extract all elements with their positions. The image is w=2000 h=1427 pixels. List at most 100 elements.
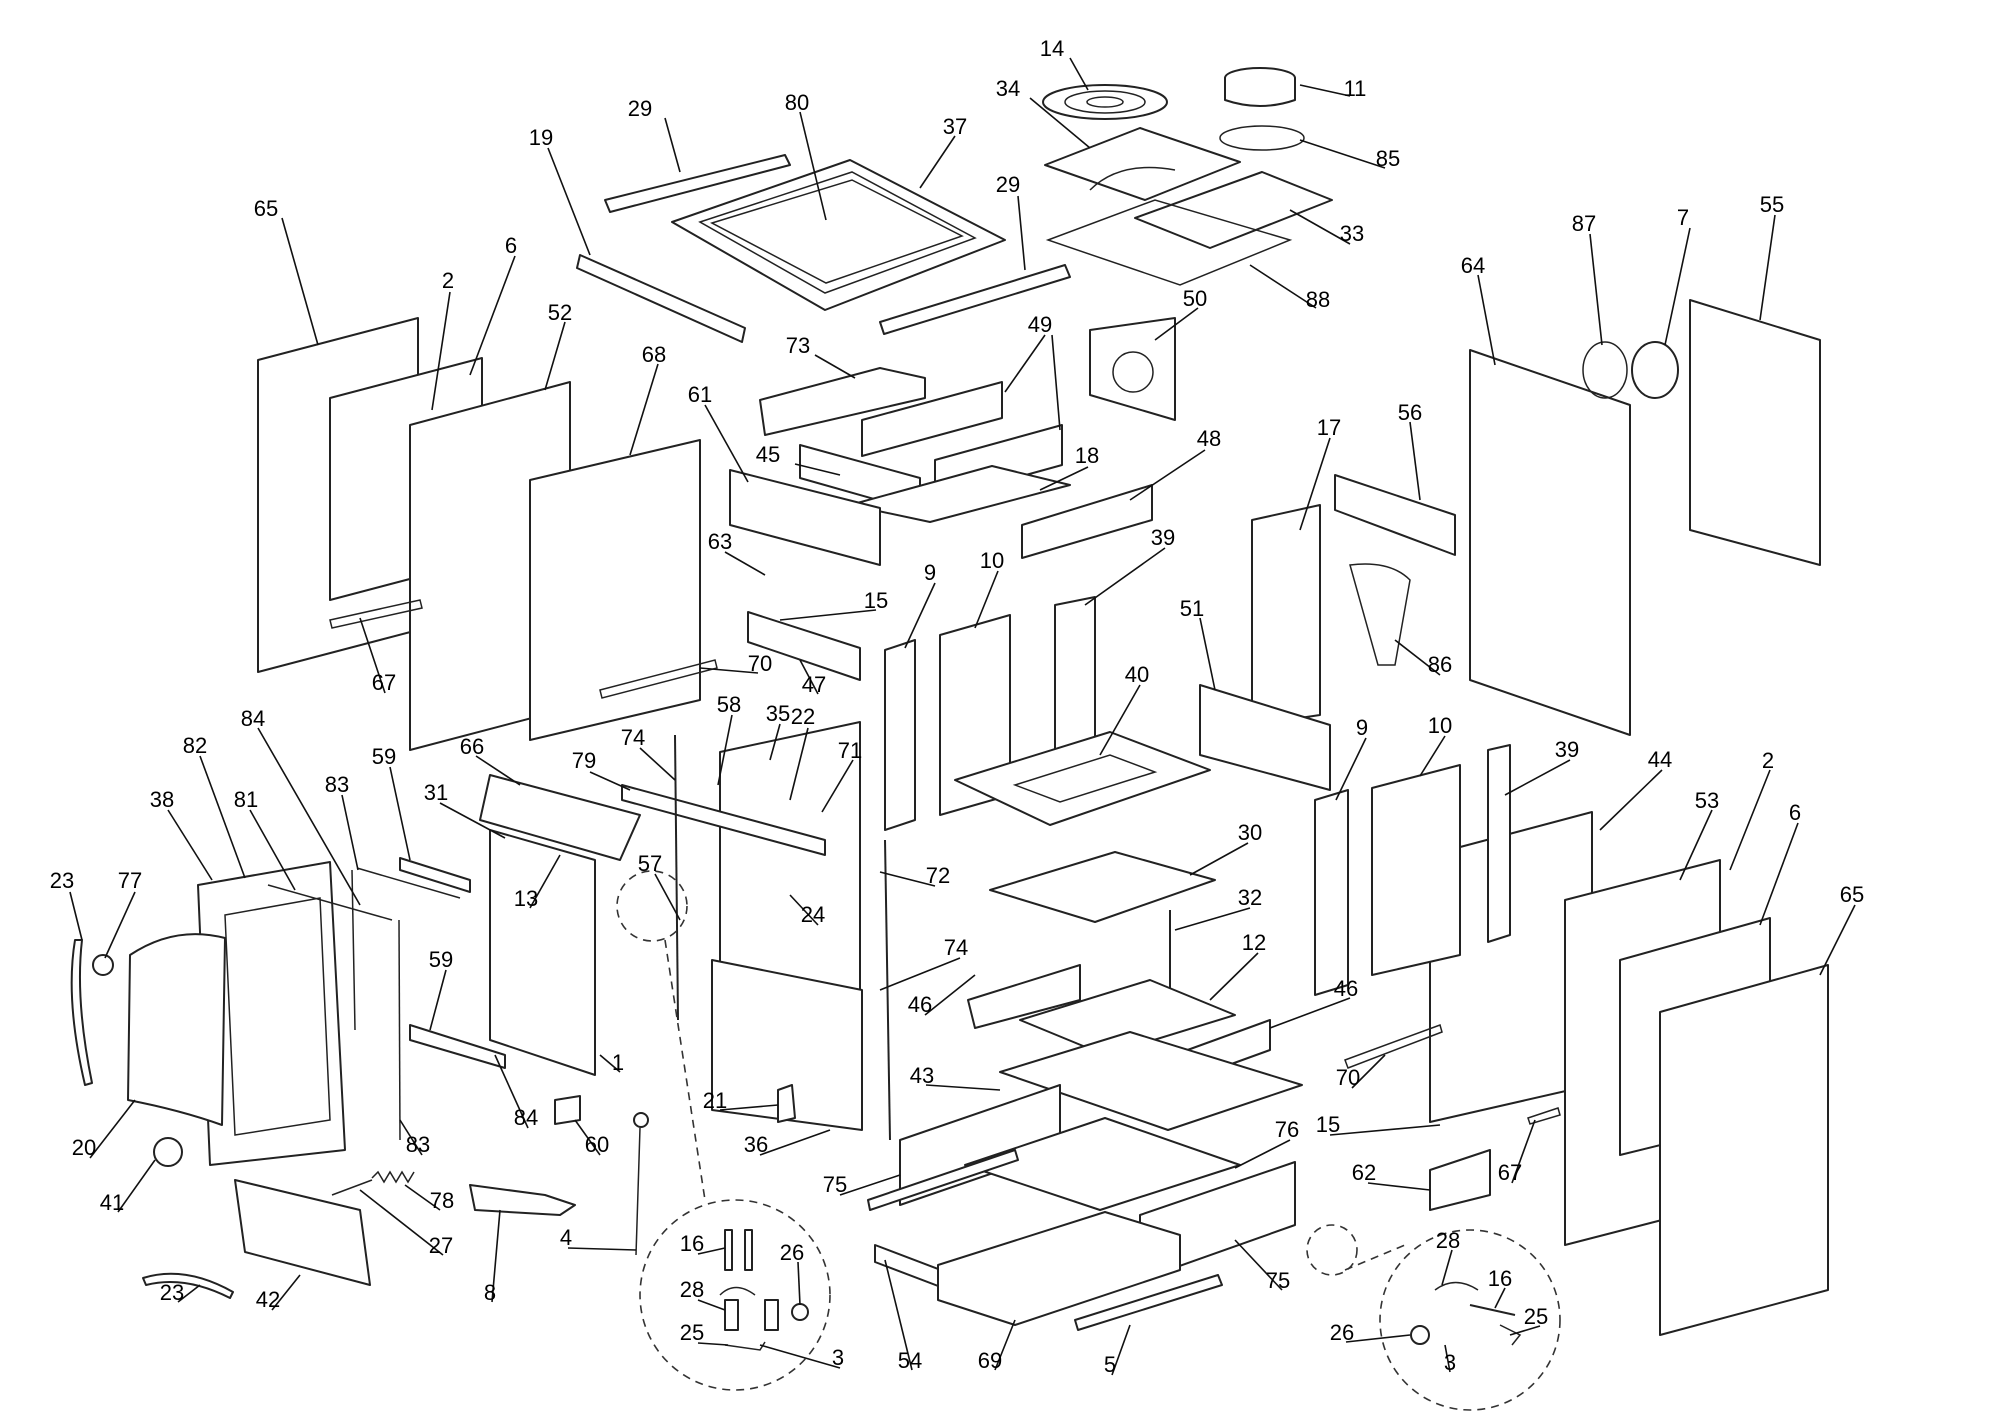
- callout-75: 75: [1266, 1268, 1290, 1293]
- callout-29: 29: [996, 172, 1020, 197]
- handle-86: [1349, 563, 1411, 666]
- callout-59: 59: [372, 744, 396, 769]
- spring-78: [371, 1170, 415, 1184]
- callout-3: 3: [1444, 1350, 1456, 1375]
- grate-40: [954, 731, 1211, 826]
- callout-51: 51: [1180, 596, 1204, 621]
- callout-49: 49: [1028, 312, 1052, 337]
- callout-6: 6: [505, 233, 517, 258]
- strip-67-right: [1527, 1107, 1561, 1125]
- callout-1: 1: [612, 1050, 624, 1075]
- callout-23: 23: [50, 868, 74, 893]
- callout-29: 29: [628, 96, 652, 121]
- callout-10: 10: [1428, 713, 1452, 738]
- callout-73: 73: [786, 333, 810, 358]
- side-panel-outer-right: [1659, 964, 1829, 1336]
- lower-front-36: [711, 959, 863, 1131]
- poker-4: [635, 1127, 641, 1256]
- callout-26: 26: [780, 1240, 804, 1265]
- hotplate-ring: [1042, 84, 1168, 120]
- callout-70: 70: [748, 651, 772, 676]
- drawer-69: [937, 1211, 1181, 1326]
- firebrick-10-right: [1371, 764, 1461, 976]
- rail-74a: [674, 734, 679, 1021]
- rear-baffle-17: [1251, 504, 1321, 726]
- hinge-59b: [409, 1024, 506, 1069]
- callout-40: 40: [1125, 662, 1149, 687]
- callout-68: 68: [642, 342, 666, 367]
- callout-17: 17: [1317, 415, 1341, 440]
- callout-23: 23: [160, 1280, 184, 1305]
- callout-31: 31: [424, 780, 448, 805]
- callout-42: 42: [256, 1287, 280, 1312]
- top-glass: [710, 179, 964, 284]
- callout-11: 11: [1344, 76, 1367, 101]
- callout-82: 82: [183, 733, 207, 758]
- callout-85: 85: [1376, 146, 1400, 171]
- washer-26-right: [1410, 1325, 1430, 1345]
- hotplate-ring-center: [1086, 96, 1124, 108]
- cook-plate: [1134, 171, 1333, 249]
- front-trim-bar: [576, 254, 746, 343]
- gasket-83b: [398, 919, 401, 1141]
- callout-20: 20: [72, 1135, 96, 1160]
- callout-19: 19: [529, 125, 553, 150]
- callout-15: 15: [864, 588, 888, 613]
- door-38-inner: [224, 897, 331, 1136]
- callout-5: 5: [1104, 1352, 1116, 1377]
- callout-84: 84: [514, 1105, 538, 1130]
- callout-78: 78: [430, 1188, 454, 1213]
- tool-8: [469, 1184, 576, 1216]
- collar-gasket: [1219, 125, 1305, 151]
- plate-gasket: [1045, 199, 1293, 286]
- callout-53: 53: [1695, 788, 1719, 813]
- gasket-84: [351, 869, 356, 1031]
- callout-55: 55: [1760, 192, 1784, 217]
- callout-75: 75: [823, 1172, 847, 1197]
- callout-77: 77: [118, 868, 142, 893]
- rear-shield-55: [1689, 299, 1821, 566]
- callout-39: 39: [1555, 737, 1579, 762]
- callout-37: 37: [943, 114, 967, 139]
- callout-2: 2: [1762, 748, 1774, 773]
- callout-79: 79: [572, 748, 596, 773]
- pin-16-right: [1469, 1304, 1516, 1316]
- top-frame: [671, 159, 1006, 311]
- callout-21: 21: [703, 1088, 727, 1113]
- pin-16b: [744, 1229, 753, 1271]
- callout-46: 46: [908, 992, 932, 1017]
- callout-45: 45: [756, 442, 780, 467]
- firebrick-39-right: [1487, 744, 1511, 943]
- callout-83: 83: [406, 1132, 430, 1157]
- baseplate-18: [849, 465, 1071, 523]
- plate-62: [1429, 1149, 1491, 1211]
- callout-50: 50: [1183, 286, 1207, 311]
- back-panel-64: [1469, 349, 1631, 736]
- door-glass-20: [127, 933, 226, 1126]
- callout-14: 14: [1040, 36, 1064, 61]
- callout-87: 87: [1572, 211, 1596, 236]
- callout-9: 9: [1356, 715, 1368, 740]
- callout-64: 64: [1461, 253, 1485, 278]
- callout-15: 15: [1316, 1112, 1340, 1137]
- sleeve-left: [724, 1299, 739, 1331]
- link-28-right: [1434, 1281, 1479, 1291]
- callout-35: 35: [766, 701, 790, 726]
- clip-25-right: [1499, 1324, 1522, 1346]
- callout-62: 62: [1352, 1160, 1376, 1185]
- callout-86: 86: [1428, 652, 1452, 677]
- callout-47: 47: [802, 672, 826, 697]
- back-plate-50: [1089, 317, 1176, 421]
- deflector-46a: [967, 964, 1081, 1029]
- top-rail-left: [604, 154, 791, 213]
- door-handle-23: [70, 939, 93, 1086]
- poker-4-head: [633, 1112, 649, 1128]
- callout-83: 83: [325, 772, 349, 797]
- callout-65: 65: [1840, 882, 1864, 907]
- callout-46: 46: [1334, 976, 1358, 1001]
- callout-43: 43: [910, 1063, 934, 1088]
- callout-34: 34: [996, 76, 1020, 101]
- callout-8: 8: [484, 1280, 496, 1305]
- callout-84: 84: [241, 706, 265, 731]
- flue-collar-body: [1224, 78, 1296, 107]
